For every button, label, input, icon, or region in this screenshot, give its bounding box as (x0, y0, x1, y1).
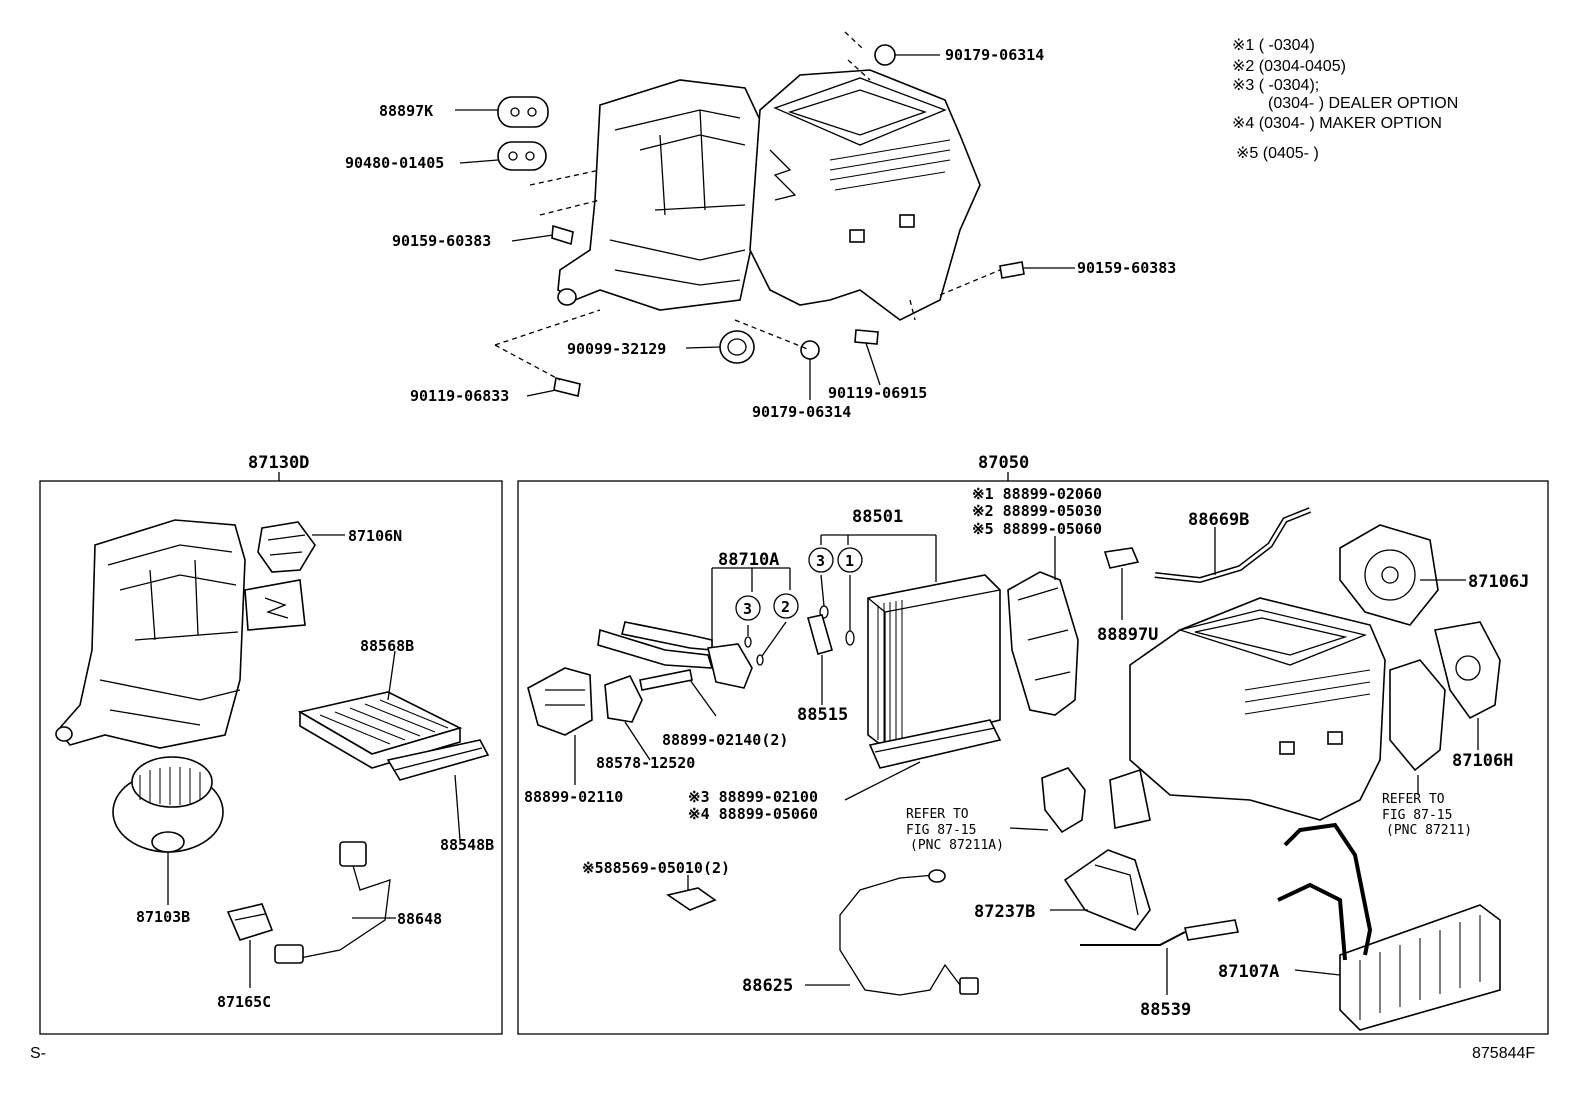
label-90119-06833: 90119-06833 (410, 387, 509, 405)
legend-line-2: ※2 (0304-0405) (1232, 58, 1346, 75)
label-opt1-88899-02060: ※1 88899-02060 (972, 485, 1102, 503)
label-88669b: 88669B (1188, 510, 1249, 530)
legend-line-4: (0304- ) DEALER OPTION (1268, 95, 1458, 112)
label-88539: 88539 (1140, 1000, 1191, 1020)
left-box-title: 87130D (248, 453, 309, 473)
plug-90099 (719, 330, 755, 364)
label-87106n: 87106N (348, 527, 402, 545)
refer-left-line-1: REFER TO (906, 807, 969, 822)
label-88897u: 88897U (1097, 625, 1158, 645)
screw-90119-left (553, 377, 581, 397)
right-box-title: 87050 (978, 453, 1029, 473)
label-90099-32129: 90099-32129 (567, 340, 666, 358)
callout-2-88710a: 2 (781, 598, 790, 616)
label-90119-06915: 90119-06915 (828, 384, 927, 402)
label-opt4-88899-05060: ※4 88899-05060 (688, 805, 818, 823)
top-leaders (455, 54, 1075, 400)
legend-line-6: ※5 (0405- ) (1236, 145, 1319, 162)
label-90480-01405: 90480-01405 (345, 154, 444, 172)
label-87106j: 87106J (1468, 572, 1529, 592)
label-88501: 88501 (852, 507, 903, 527)
legend-line-1: ※1 ( -0304) (1232, 37, 1315, 54)
refer-right-line-1: REFER TO (1382, 792, 1445, 807)
legend-line-5: ※4 (0304- ) MAKER OPTION (1232, 115, 1442, 132)
nut-90179-bottom (800, 340, 820, 360)
label-88899-02140: 88899-02140(2) (662, 731, 788, 749)
label-88568b: 88568B (360, 637, 414, 655)
circle-callouts (735, 547, 863, 621)
refer-right-line-3: (PNC 87211) (1386, 823, 1472, 838)
label-88578-12520: 88578-12520 (596, 754, 695, 772)
left-box: 87130D (39, 453, 503, 1035)
label-88897k: 88897K (379, 102, 433, 120)
label-opt2-88899-05030: ※2 88899-05030 (972, 502, 1102, 520)
top-hvac-assembly (494, 31, 1025, 397)
label-opt5-88899-05060: ※5 88899-05060 (972, 520, 1102, 538)
footer-left: S- (30, 1045, 46, 1062)
label-90159-60383-left: 90159-60383 (392, 232, 491, 250)
label-90159-60383-right: 90159-60383 (1077, 259, 1176, 277)
callout-1-88501: 1 (845, 552, 854, 570)
screw-90159-right (999, 261, 1025, 279)
label-90179-06314-top: 90179-06314 (945, 46, 1044, 64)
legend-line-3: ※3 ( -0304); (1232, 77, 1319, 94)
label-88648: 88648 (397, 910, 442, 928)
label-88710a: 88710A (718, 550, 779, 570)
label-88548b: 88548B (440, 836, 494, 854)
label-87106h: 87106H (1452, 751, 1513, 771)
callout-3-88710a: 3 (743, 600, 752, 618)
label-88625: 88625 (742, 976, 793, 996)
refer-left-line-3: (PNC 87211A) (910, 838, 1004, 853)
label-87165c: 87165C (217, 993, 271, 1011)
screw-90119-right (854, 329, 879, 345)
screw-90159-left (551, 224, 574, 246)
refer-right-line-2: FIG 87-15 (1382, 808, 1452, 823)
label-opt3-88899-02100: ※3 88899-02100 (688, 788, 818, 806)
label-88899-02110: 88899-02110 (524, 788, 623, 806)
callout-3-88501: 3 (816, 552, 825, 570)
label-90179-06314-bottom: 90179-06314 (752, 403, 851, 421)
grommet-88897k (497, 96, 549, 128)
label-87237b: 87237B (974, 902, 1035, 922)
right-box: 87050 (517, 453, 1549, 1035)
nut-90179-top (874, 44, 896, 66)
label-88515: 88515 (797, 705, 848, 725)
label-87103b: 87103B (136, 908, 190, 926)
refer-left-line-2: FIG 87-15 (906, 823, 976, 838)
label-opt5-88569-05010: ※588569-05010(2) (582, 859, 730, 877)
footer-figure-number: 875844F (1472, 1045, 1535, 1062)
legend: ※1 ( -0304) ※2 (0304-0405) ※3 ( -0304); … (1232, 37, 1458, 162)
label-87107a: 87107A (1218, 962, 1279, 982)
grommet-90480 (497, 141, 547, 171)
